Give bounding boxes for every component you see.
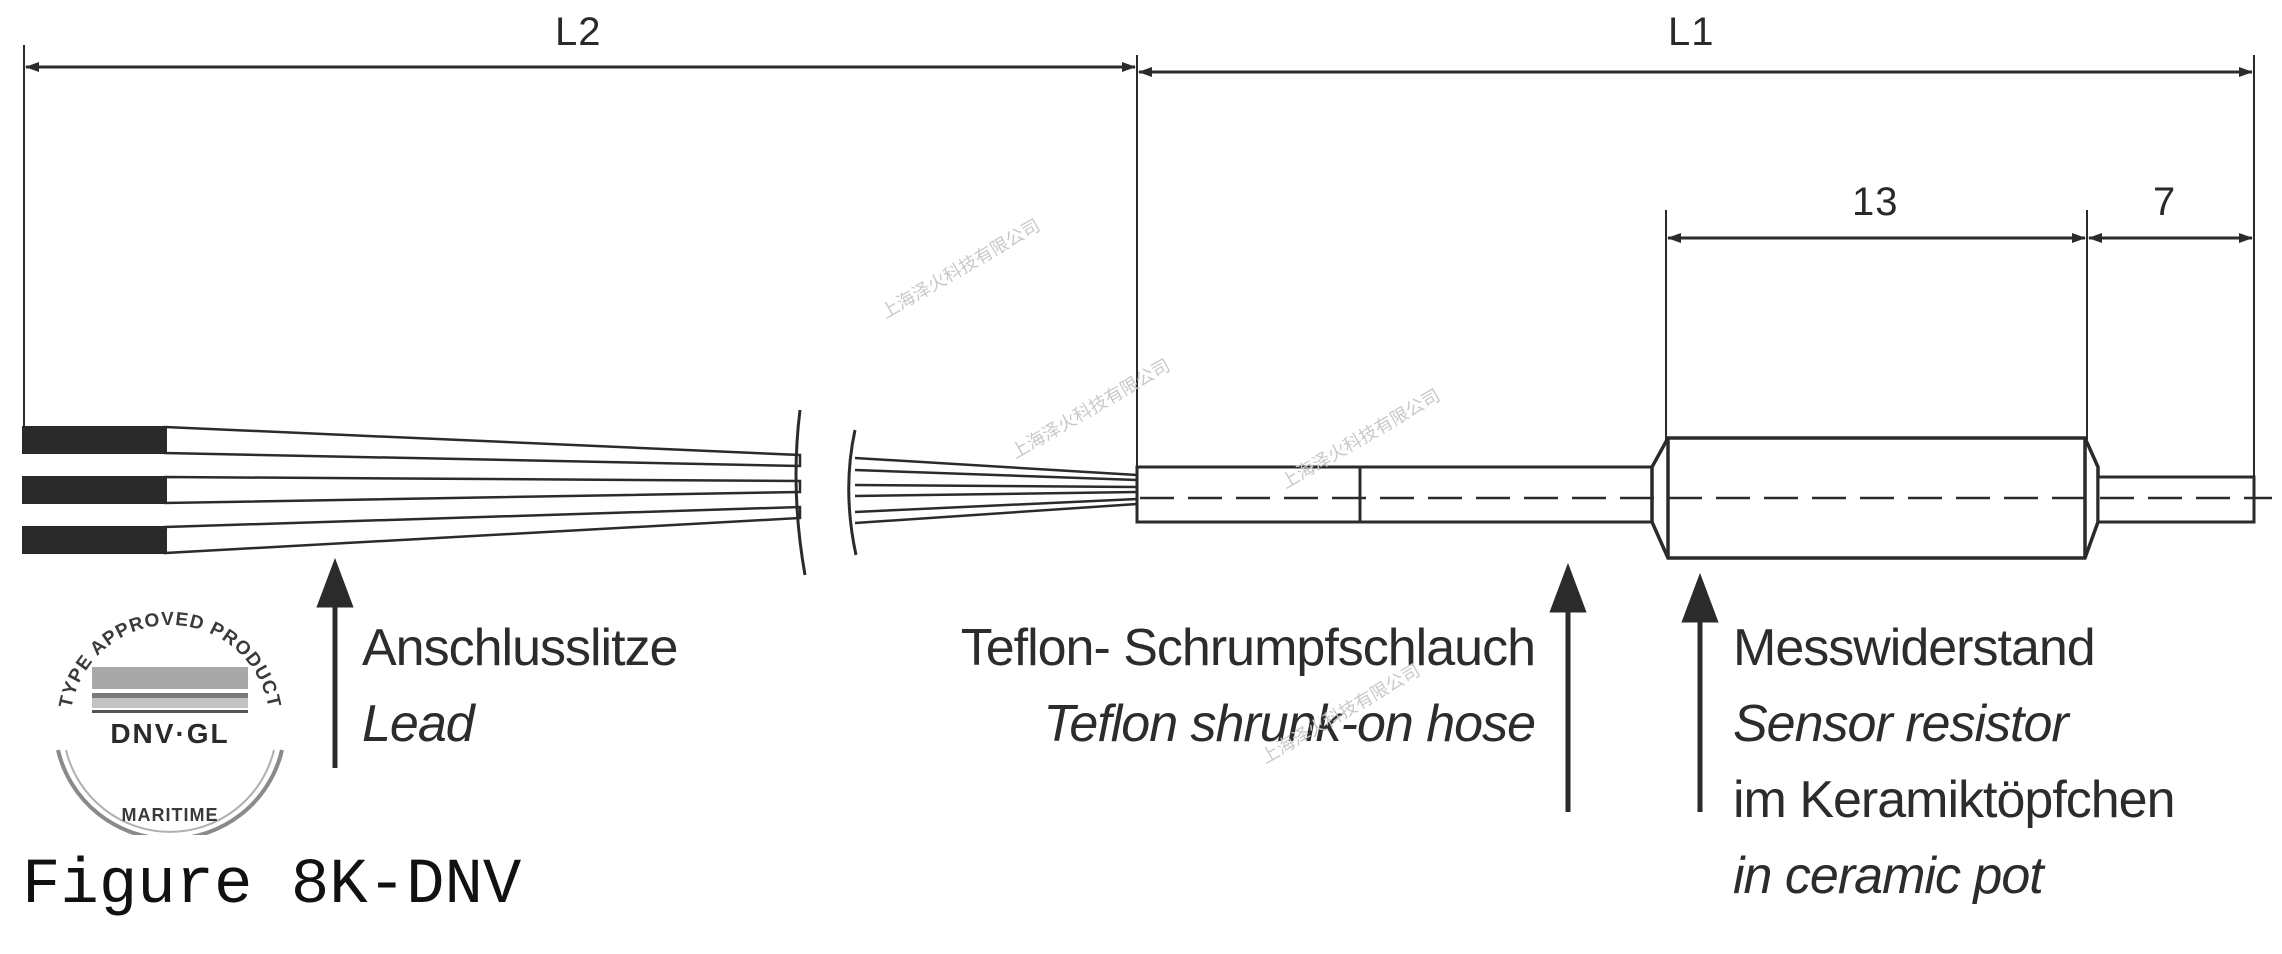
callout-arrows [316,557,1719,812]
pot-label-de: im Keramiktöpfchen [1733,771,2176,829]
dim-label-l1: L1 [1668,10,1715,54]
dim-label-l2: L2 [555,10,602,54]
dim-label-13: 13 [1852,180,1899,224]
lead-label-en: Lead [362,695,475,753]
shrink-hose [1135,465,1654,524]
dim-label-7: 7 [2153,180,2177,224]
hose-label-en: Teflon shrunk-on hose [1043,695,1536,753]
wire-ends [22,426,167,554]
extension-lines [23,45,2255,490]
callout-lead: Anschlusslitze Lead [362,610,678,762]
callout-hose: Teflon- Schrumpfschlauch Teflon shrunk-o… [920,610,1536,762]
break-marks [794,409,858,576]
lead-wires-right [854,456,1138,525]
callout-sensor: Messwiderstand Sensor resistor im Kerami… [1733,610,2176,914]
hose-label-de: Teflon- Schrumpfschlauch [960,619,1536,677]
lead-label-de: Anschlusslitze [362,619,678,677]
sensor-label-de: Messwiderstand [1733,619,2096,677]
pot-label-en: in ceramic pot [1733,847,2044,905]
dnv-gl-type-approval-badge: TYPE APPROVED PRODUCT DNV·GL MARITIME [56,609,284,835]
sensor-tip [2096,475,2256,524]
badge-sub: MARITIME [122,805,219,825]
dimension-lines [25,62,2253,243]
sensor-label-en: Sensor resistor [1733,695,2069,753]
badge-brand: DNV·GL [110,718,229,749]
lead-wires [163,425,802,555]
figure-caption: Figure 8K-DNV [22,850,522,922]
